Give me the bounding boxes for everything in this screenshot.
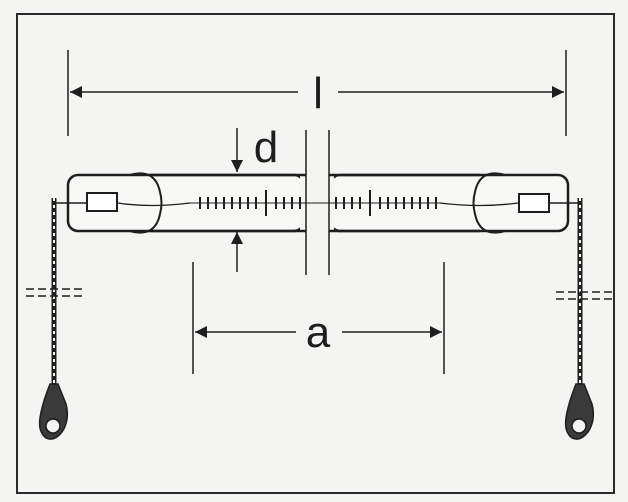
pinch-seal-left (129, 172, 163, 234)
inner-wire-left (117, 202, 191, 207)
length-label: l (313, 69, 323, 118)
lead-wire-left (26, 198, 82, 384)
lighted-length-dimension: a (192, 262, 445, 374)
lighted-length-label: a (306, 308, 331, 357)
foil-left (86, 192, 118, 212)
diameter-label: d (254, 123, 278, 172)
ring-terminal-right (564, 383, 595, 440)
lead-wire-right (556, 198, 612, 384)
filament-coils (199, 190, 437, 216)
length-dimension: l (67, 50, 567, 136)
lamp-tube (54, 130, 580, 275)
foil-right (518, 193, 550, 213)
inner-wire-right (439, 202, 519, 207)
diagram-frame (16, 13, 615, 494)
ring-terminal-left (38, 383, 69, 440)
pinch-seal-right (472, 172, 506, 234)
diameter-dimension: d (231, 123, 278, 272)
